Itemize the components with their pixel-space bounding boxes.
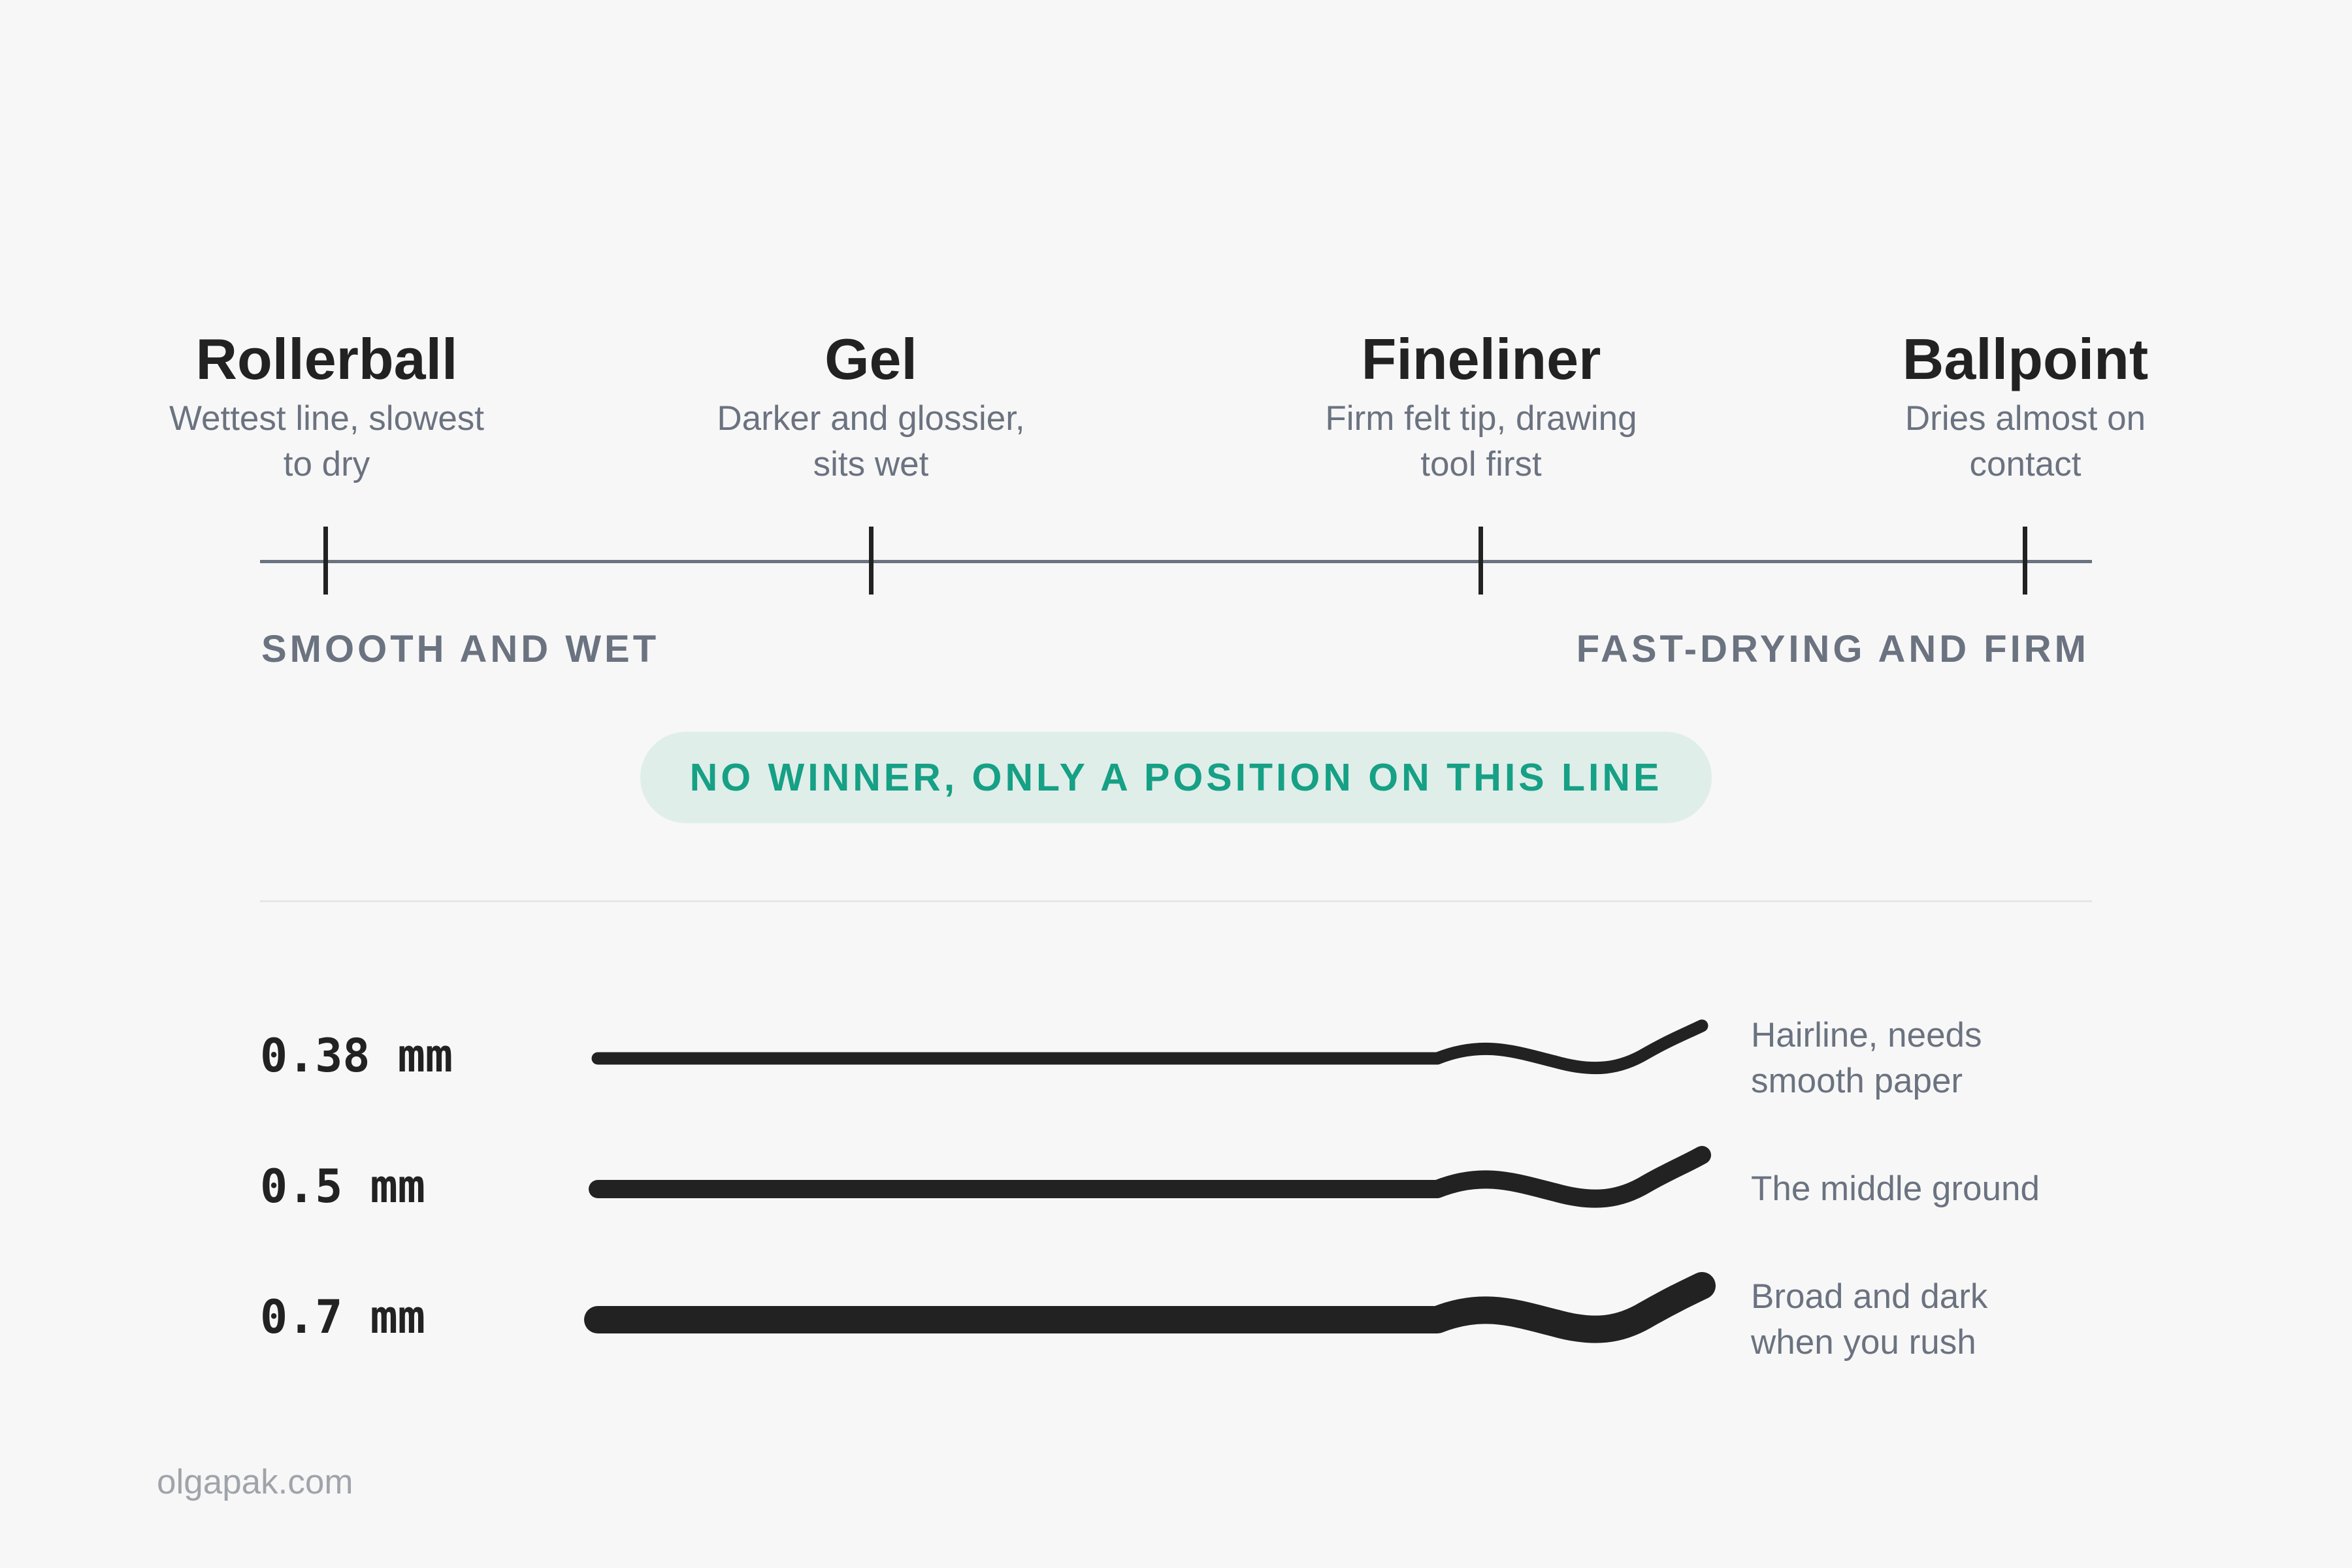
tip-size-label: 0.7 mm [260, 1290, 425, 1344]
pen-description: Firm felt tip, drawing tool first [1325, 399, 1637, 483]
pen-name: Fineliner [1361, 327, 1601, 391]
tip-size-note: Hairline, needs smooth paper [1751, 1016, 1982, 1100]
ink-stroke-0-7mm [584, 1272, 1716, 1343]
site-credit: olgapak.com [157, 1463, 353, 1501]
callout-text: NO WINNER, ONLY A POSITION ON THIS LINE [689, 756, 1663, 799]
axis-label-right: FAST-DRYING AND FIRM [1576, 628, 2089, 670]
ink-stroke-0-38mm [591, 1019, 1708, 1075]
tip-size-label: 0.38 mm [260, 1029, 453, 1083]
section-divider [260, 900, 2092, 902]
pen-description: Wettest line, slowest to dry [169, 399, 485, 483]
pen-description: Darker and glossier, sits wet [717, 399, 1025, 483]
pen-ballpoint: Ballpoint Dries almost on contact [1797, 327, 2254, 487]
tick-rollerball [323, 527, 328, 595]
pen-fineliner: Fineliner Firm felt tip, drawing tool fi… [1252, 327, 1710, 487]
pen-name: Ballpoint [1902, 327, 2149, 391]
tick-ballpoint [2023, 527, 2027, 595]
spectrum-axis-line [260, 560, 2092, 563]
pen-gel: Gel Darker and glossier, sits wet [642, 327, 1100, 487]
pen-name: Gel [825, 327, 917, 391]
tick-fineliner [1478, 527, 1483, 595]
tick-gel [869, 527, 874, 595]
tip-size-note: Broad and dark when you rush [1751, 1277, 1988, 1362]
tip-size-note: The middle ground [1751, 1169, 2040, 1208]
tip-size-label: 0.5 mm [260, 1160, 425, 1213]
callout-pill: NO WINNER, ONLY A POSITION ON THIS LINE [640, 732, 1712, 823]
pen-rollerball: Rollerball Wettest line, slowest to dry [98, 327, 555, 487]
ink-stroke-0-5mm [589, 1146, 1711, 1208]
pen-description: Dries almost on contact [1904, 399, 2146, 483]
axis-label-left: SMOOTH AND WET [261, 628, 660, 670]
pen-name: Rollerball [195, 327, 458, 391]
